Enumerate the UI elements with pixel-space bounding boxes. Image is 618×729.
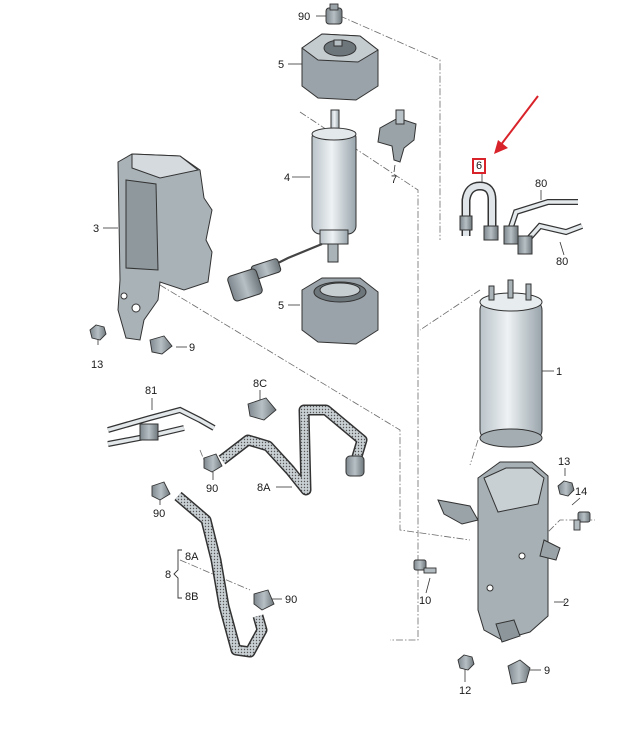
label-8: 8 (165, 569, 172, 581)
clip-9-left (149, 335, 173, 355)
label-9-right: 9 (544, 665, 551, 677)
label-8C: 8C (253, 378, 268, 390)
hose-6 (459, 181, 499, 241)
filter-canister-1 (479, 279, 543, 448)
holder-2 (437, 461, 561, 643)
nut-12 (457, 654, 475, 671)
clip-90-low (151, 481, 171, 501)
label-12: 12 (459, 685, 472, 697)
clip-8C (247, 397, 277, 421)
label-2: 2 (563, 597, 570, 609)
hose-8A (218, 404, 368, 496)
label-90-bottom: 90 (285, 594, 298, 606)
label-4: 4 (284, 172, 291, 184)
label-8A-mid: 8A (257, 482, 271, 494)
nut-13-right (557, 480, 575, 497)
brace (173, 549, 182, 599)
bolt-10 (413, 559, 437, 574)
clip-90-top (325, 3, 343, 25)
clip-90-bottom (253, 589, 275, 611)
rubber-mount-top (301, 33, 379, 101)
heat-shield-3 (117, 153, 213, 341)
label-10: 10 (419, 595, 432, 607)
label-90-mid: 90 (206, 483, 219, 495)
label-9-left: 9 (189, 342, 196, 354)
label-90-top: 90 (298, 11, 311, 23)
fuel-filter-body (227, 109, 357, 302)
clip-90-mid (203, 453, 223, 473)
pipes-81 (107, 406, 216, 447)
label-90-low: 90 (153, 508, 166, 520)
hose-8B (174, 491, 268, 658)
label-1: 1 (556, 366, 563, 378)
label-14: 14 (575, 486, 588, 498)
bolt-14 (573, 511, 591, 531)
label-6-highlighted: 6 (471, 158, 487, 174)
label-13-left: 13 (91, 359, 104, 371)
bracket-7 (377, 109, 417, 163)
nut-13-left (89, 324, 107, 341)
rubber-mount-bottom (301, 277, 379, 345)
clip-9-right (507, 659, 531, 685)
label-80-bottom: 80 (556, 256, 569, 268)
label-13-right: 13 (558, 456, 571, 468)
label-80-top: 80 (535, 178, 548, 190)
label-3: 3 (93, 223, 100, 235)
label-5-bottom: 5 (278, 300, 285, 312)
highlight-arrow (494, 95, 539, 154)
label-8A-brace: 8A (185, 551, 199, 563)
lines-80 (503, 199, 584, 255)
label-5-top: 5 (278, 59, 285, 71)
label-8B-brace: 8B (185, 591, 199, 603)
label-81: 81 (145, 385, 158, 397)
label-7: 7 (391, 174, 398, 186)
